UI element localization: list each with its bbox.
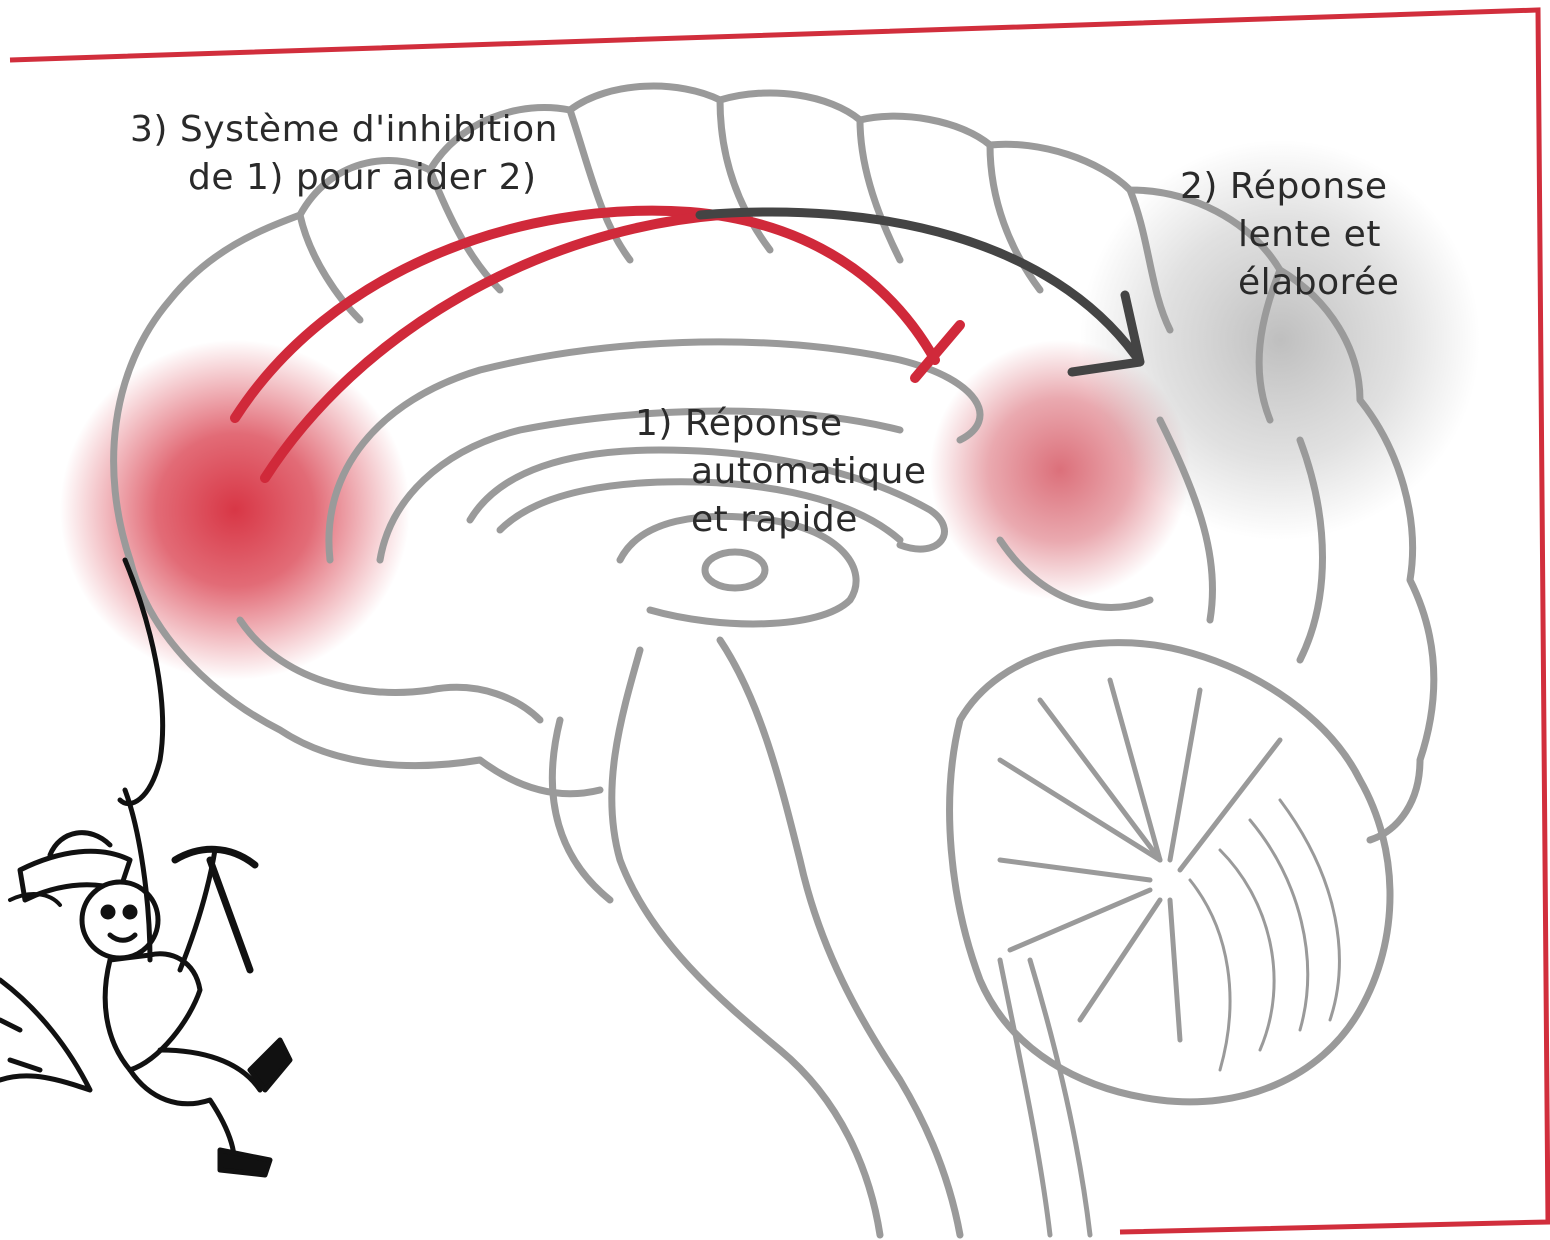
label-slow-line-3: élaborée [1180,259,1399,307]
label-fast-response: 1) Réponse automatique et rapide [635,400,927,544]
label-fast-line-1: 1) Réponse [635,400,927,448]
label-fast-line-2: automatique [635,448,927,496]
label-fast-line-3: et rapide [635,496,927,544]
label-inhibition-line-2: de 1) pour aider 2) [130,154,558,202]
label-inhibition-line-1: 3) Système d'inhibition [130,106,558,154]
label-inhibition-system: 3) Système d'inhibition de 1) pour aider… [130,106,558,202]
label-slow-line-1: 2) Réponse [1180,163,1399,211]
prefrontal-highlight [60,340,410,680]
label-slow-line-2: lente et [1180,211,1399,259]
label-slow-response: 2) Réponse lente et élaborée [1180,163,1399,307]
